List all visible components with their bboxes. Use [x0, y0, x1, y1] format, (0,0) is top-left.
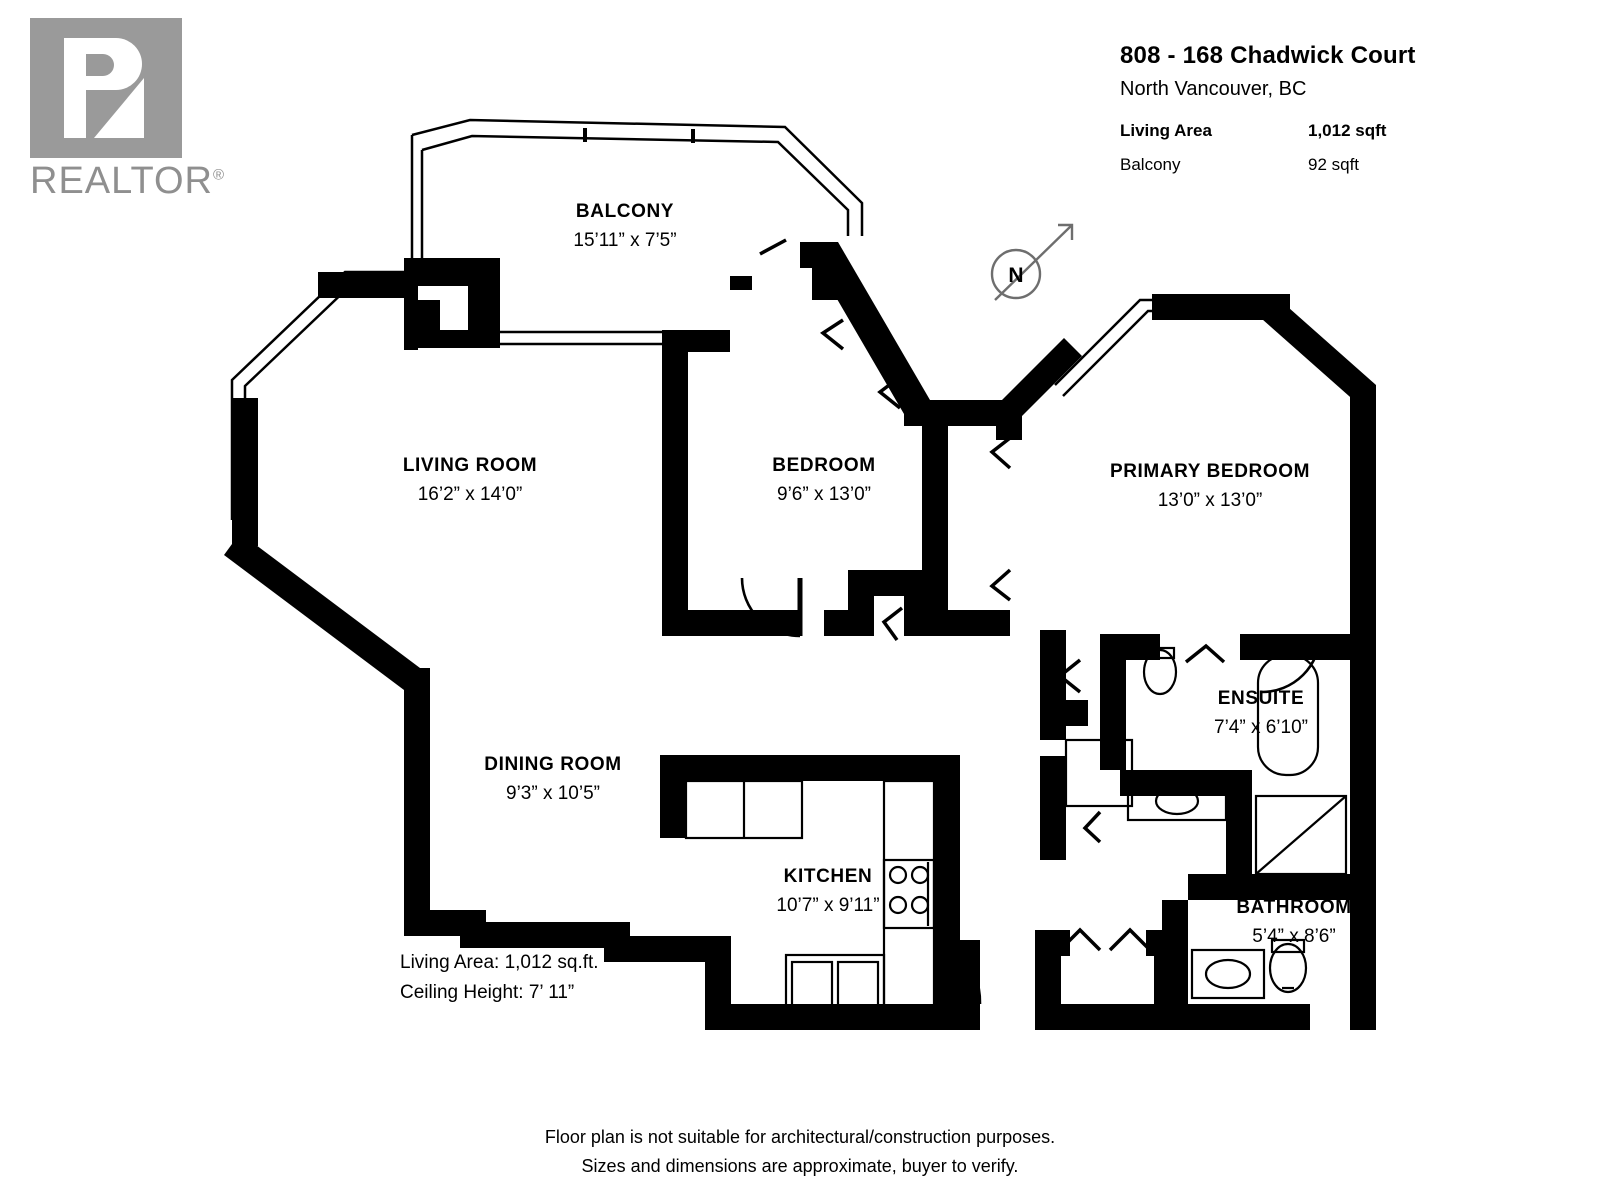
door-openings [730, 242, 814, 290]
realtor-logo: REALTOR® [30, 18, 250, 203]
closet-door-marks [759, 238, 1226, 952]
room-dims-balcony: 15’11” x 7’5” [573, 230, 676, 251]
room-dims-kitchen: 10’7” x 9’11” [776, 895, 879, 916]
room-name-primary-bedroom: PRIMARY BEDROOM [1110, 461, 1310, 482]
compass [990, 223, 1074, 301]
stat-label: Balcony [1120, 155, 1181, 174]
property-address-line2: North Vancouver, BC [1120, 78, 1307, 100]
stat-row: Living Area 1,012 sqft [1120, 121, 1460, 141]
fixtures [684, 646, 1348, 1020]
room-dims-primary-bedroom: 13’0” x 13’0” [1158, 490, 1263, 511]
balcony-rail-ticks [583, 128, 695, 143]
room-dims-living-room: 16’2” x 14’0” [418, 484, 523, 505]
room-name-bathroom: BATHROOM [1236, 897, 1351, 918]
note-ceiling-height: Ceiling Height: 7’ 11” [400, 982, 574, 1003]
property-header: 808 - 168 Chadwick Court North Vancouver… [1120, 42, 1460, 189]
disclaimer-line1: Floor plan is not suitable for architect… [545, 1127, 1055, 1147]
exterior-walls [224, 242, 1376, 1030]
plan-notes: Living Area: 1,012 sq.ft. Ceiling Height… [400, 952, 599, 1003]
room-name-bedroom: BEDROOM [772, 455, 875, 476]
realtor-logo-text: REALTOR® [30, 160, 250, 203]
room-dims-dining-room: 9’3” x 10’5” [506, 783, 600, 804]
disclaimer: Floor plan is not suitable for architect… [545, 1127, 1055, 1176]
stat-value: 92 sqft [1308, 155, 1360, 174]
registered-mark: ® [212, 166, 226, 184]
property-address-line1: 808 - 168 Chadwick Court [1120, 42, 1416, 69]
realtor-logo-icon [30, 18, 182, 158]
property-stats: Living Area 1,012 sqft Balcony 92 sqft [1120, 121, 1460, 175]
stat-label: Living Area [1120, 121, 1212, 140]
room-name-ensuite: ENSUITE [1218, 688, 1305, 709]
room-name-living-room: LIVING ROOM [403, 455, 537, 476]
room-dims-ensuite: 7’4” x 6’10” [1214, 717, 1308, 738]
balcony-railing [230, 118, 1152, 520]
disclaimer-line2: Sizes and dimensions are approximate, bu… [582, 1156, 1019, 1176]
room-name-kitchen: KITCHEN [784, 866, 873, 887]
note-living-area: Living Area: 1,012 sq.ft. [400, 952, 599, 973]
compass-label: N [1008, 264, 1023, 287]
stat-value: 1,012 sqft [1308, 121, 1387, 140]
room-labels: BALCONY 15’11” x 7’5” LIVING ROOM 16’2” … [403, 201, 1351, 947]
stat-row: Balcony 92 sqft [1120, 155, 1460, 175]
room-dims-bedroom: 9’6” x 13’0” [777, 484, 871, 505]
room-name-dining-room: DINING ROOM [484, 754, 622, 775]
doors [740, 577, 1322, 1005]
room-dims-bathroom: 5’4” x 8’6” [1252, 926, 1335, 947]
realtor-wordmark: REALTOR [30, 160, 213, 202]
room-name-balcony: BALCONY [576, 201, 674, 222]
